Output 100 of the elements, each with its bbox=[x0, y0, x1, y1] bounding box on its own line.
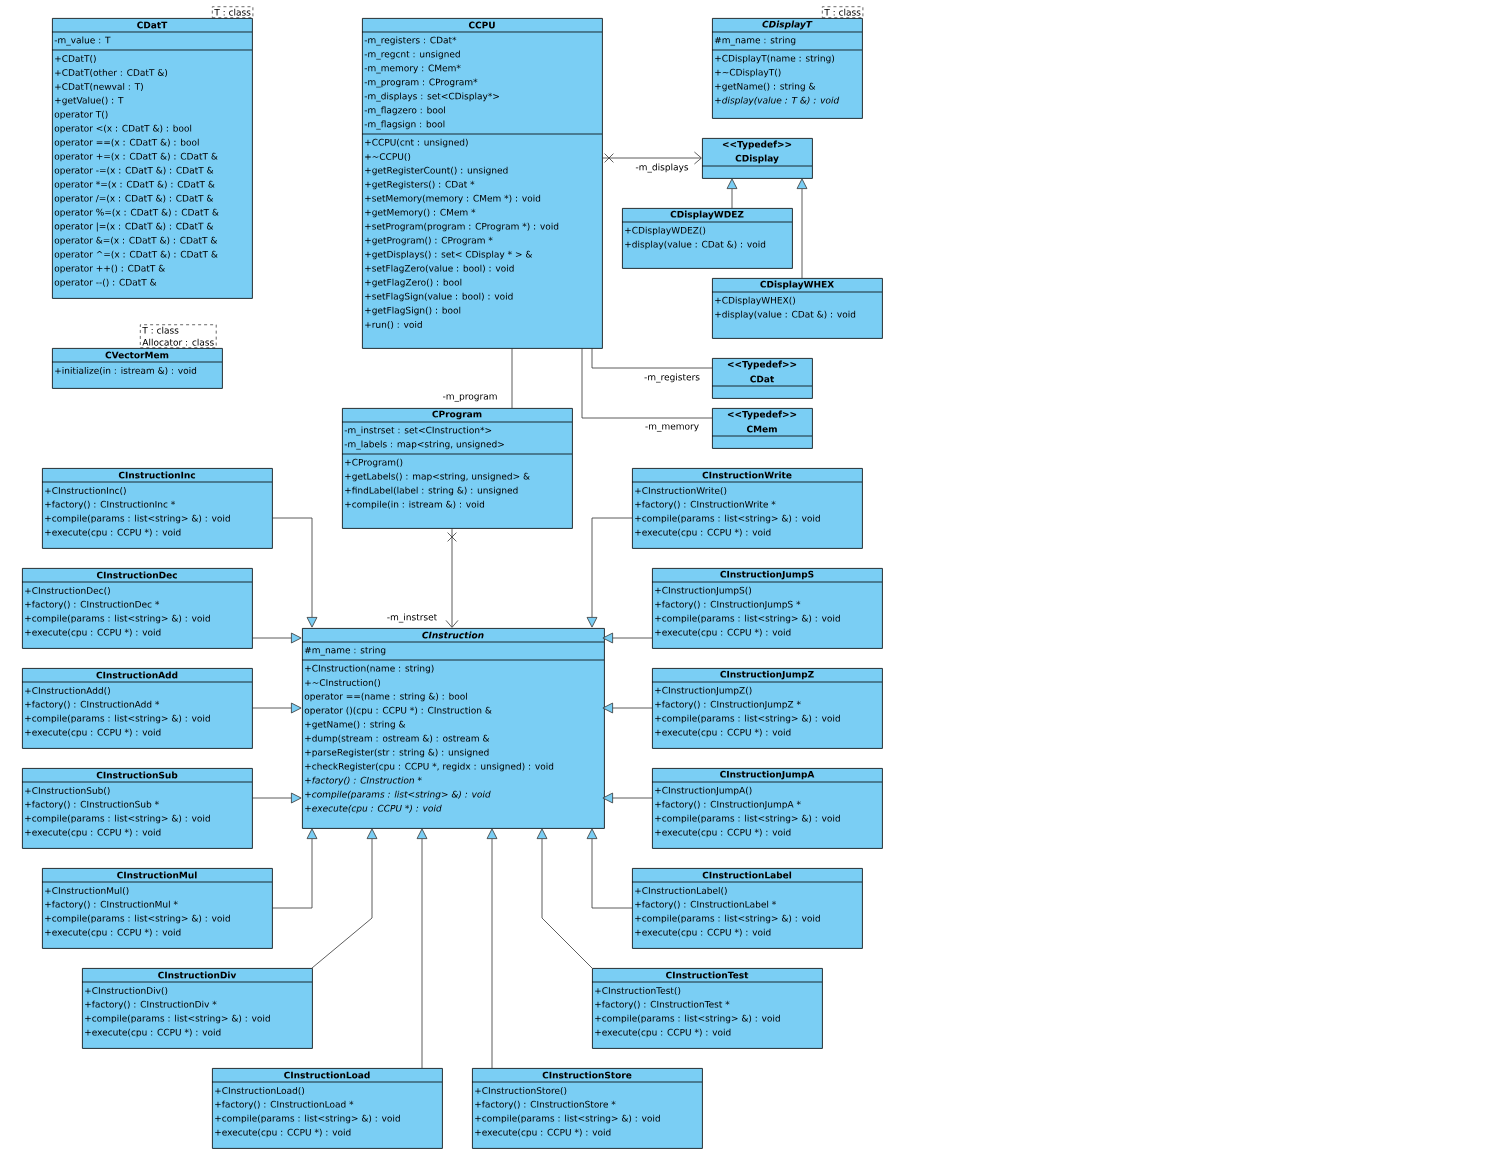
class-name: CDisplayT bbox=[762, 20, 813, 30]
method-text: +CInstructionDec() bbox=[25, 587, 110, 596]
method-text: +getFlagZero() : bool bbox=[365, 278, 462, 288]
class-box bbox=[41, 468, 273, 549]
method-text: +getName() : string & bbox=[715, 82, 816, 92]
method-text: +CDisplayWHEX() bbox=[715, 296, 795, 306]
method-text: +factory() : CInstructionJumpS * bbox=[655, 600, 801, 610]
class-name: <<Typedef>> bbox=[727, 360, 797, 370]
class-name: CDatT bbox=[137, 21, 168, 29]
inheritance-arrow bbox=[796, 178, 808, 279]
method-text: +getFlagSign() : bool bbox=[365, 306, 461, 316]
class-box bbox=[711, 278, 883, 339]
edge-label: -m_program bbox=[441, 393, 499, 403]
method-text: +compile(params : list<string> &) : void bbox=[85, 1014, 270, 1024]
method-text: +findLabel(label : string &) : unsigned bbox=[345, 486, 518, 496]
method-text: +~CDisplayT() bbox=[715, 68, 781, 78]
inheritance-arrow bbox=[726, 178, 738, 209]
class-name: CVectorMem bbox=[105, 351, 169, 359]
class-box bbox=[51, 348, 223, 389]
method-text: +execute(cpu : CCPU *) : void bbox=[655, 628, 791, 638]
class-name: CCPU bbox=[468, 21, 495, 29]
class-name: CInstructionDiv bbox=[158, 971, 237, 979]
class-name: CInstructionDec bbox=[96, 571, 177, 579]
method-text: +factory() : CInstruction * bbox=[305, 776, 422, 786]
edge-label: -m_instrset bbox=[385, 612, 439, 624]
inheritance-arrow bbox=[586, 828, 633, 909]
class-box bbox=[651, 568, 883, 649]
method-text: operator ^=(x : CDatT &) : CDatT & bbox=[54, 250, 218, 260]
method-text: +execute(cpu : CCPU *) : void bbox=[45, 928, 181, 938]
class-name: CInstructionAdd bbox=[96, 671, 178, 679]
class-name: CDisplay bbox=[735, 154, 779, 164]
method-text: +factory() : CInstructionDiv * bbox=[85, 1000, 217, 1010]
method-text: operator ==(x : CDatT &) : bool bbox=[54, 138, 199, 148]
method-text: +CDatT() bbox=[55, 55, 96, 63]
method-text: +checkRegister(cpu : CCPU *, regidx : unsigned) : void bbox=[305, 762, 554, 772]
method-text: operator -=(x : CDatT &) : CDatT & bbox=[54, 166, 214, 176]
method-text: operator ++() : CDatT & bbox=[54, 264, 165, 274]
method-text: +factory() : CInstructionSub * bbox=[25, 800, 159, 810]
method-text: +setMemory(memory : CMem *) : void bbox=[365, 194, 541, 204]
method-text: +compile(params : list<string> &) : void bbox=[25, 614, 210, 624]
class-name: CInstructionWrite bbox=[702, 471, 792, 479]
attribute-text: #m_name : string bbox=[714, 36, 796, 46]
method-text: +execute(cpu : CCPU *) : void bbox=[25, 628, 161, 638]
method-text: +execute(cpu : CCPU *) : void bbox=[45, 528, 181, 538]
method-text: +execute(cpu : CCPU *) : void bbox=[85, 1028, 221, 1038]
method-text: +getMemory() : CMem * bbox=[365, 208, 476, 218]
method-text: +factory() : CInstructionStore * bbox=[475, 1100, 616, 1110]
class-name: CDat bbox=[750, 375, 775, 383]
attribute-text: -m_program : CProgram* bbox=[364, 78, 478, 88]
method-text: +factory() : CInstructionAdd * bbox=[25, 700, 160, 710]
edge-label: -m_registers bbox=[643, 372, 701, 384]
inheritance-arrow bbox=[251, 702, 302, 714]
template-parameter-box: T : class bbox=[212, 6, 254, 18]
method-text: +CInstruction(name : string) bbox=[305, 664, 434, 674]
inheritance-arrow bbox=[602, 632, 653, 644]
attribute-text: -m_value : T bbox=[54, 36, 111, 46]
method-text: +getProgram() : CProgram * bbox=[365, 236, 493, 246]
method-text: +factory() : CInstructionMul * bbox=[45, 900, 178, 910]
method-text: operator |=(x : CDatT &) : CDatT & bbox=[54, 222, 214, 232]
method-text: +display(value : CDat &) : void bbox=[625, 240, 766, 250]
method-text: operator ==(name : string &) : bool bbox=[304, 692, 467, 702]
method-text: +factory() : CInstructionInc * bbox=[45, 500, 176, 510]
method-text: +getLabels() : map<string, unsigned> & bbox=[345, 472, 530, 482]
class-name: CInstructionTest bbox=[666, 971, 749, 979]
association-line bbox=[591, 347, 713, 369]
class-name: CInstructionJumpA bbox=[720, 770, 815, 780]
class-box bbox=[711, 18, 863, 119]
method-text: +factory() : CInstructionLoad * bbox=[215, 1100, 354, 1110]
method-text: operator +=(x : CDatT &) : CDatT & bbox=[54, 152, 218, 162]
inheritance-arrow bbox=[251, 792, 302, 804]
class-name: CInstruction bbox=[422, 631, 484, 639]
class-box bbox=[591, 968, 823, 1049]
method-text: operator <(x : CDatT &) : bool bbox=[54, 124, 192, 134]
class-box bbox=[21, 568, 253, 649]
inheritance-arrow bbox=[602, 702, 653, 714]
method-text: +execute(cpu : CCPU *) : void bbox=[25, 828, 161, 838]
method-text: +execute(cpu : CCPU *) : void bbox=[655, 828, 791, 838]
method-text: +parseRegister(str : string &) : unsigned bbox=[305, 748, 489, 758]
method-text: +CInstructionDiv() bbox=[85, 987, 168, 996]
method-text: +execute(cpu : CCPU *) : void bbox=[215, 1128, 351, 1138]
class-box bbox=[21, 668, 253, 749]
inheritance-arrow bbox=[311, 828, 378, 969]
inheritance-arrow bbox=[602, 792, 653, 804]
method-text: operator --() : CDatT & bbox=[54, 278, 157, 288]
method-text: +CInstructionStore() bbox=[475, 1087, 567, 1096]
method-text: operator %=(x : CDatT &) : CDatT & bbox=[54, 208, 219, 218]
method-text: +CInstructionJumpA() bbox=[655, 786, 752, 796]
attribute-text: -m_flagzero : bool bbox=[364, 106, 445, 116]
method-text: +display(value : CDat &) : void bbox=[715, 310, 856, 320]
attribute-text: -m_regcnt : unsigned bbox=[364, 50, 460, 60]
attribute-text: -m_displays : set<CDisplay*> bbox=[364, 92, 499, 102]
method-text: operator *=(x : CDatT &) : CDatT & bbox=[54, 180, 215, 190]
class-name: <<Typedef>> bbox=[722, 140, 792, 150]
method-text: +execute(cpu : CCPU *) : void bbox=[25, 728, 161, 738]
attribute-text: -m_registers : CDat* bbox=[364, 36, 457, 46]
class-name: CInstructionSub bbox=[96, 771, 178, 779]
class-name: CProgram bbox=[432, 410, 482, 420]
method-text: +compile(params : list<string> &) : void bbox=[655, 714, 840, 724]
method-text: +factory() : CInstructionJumpZ * bbox=[655, 700, 801, 710]
inheritance-arrow bbox=[536, 828, 593, 969]
